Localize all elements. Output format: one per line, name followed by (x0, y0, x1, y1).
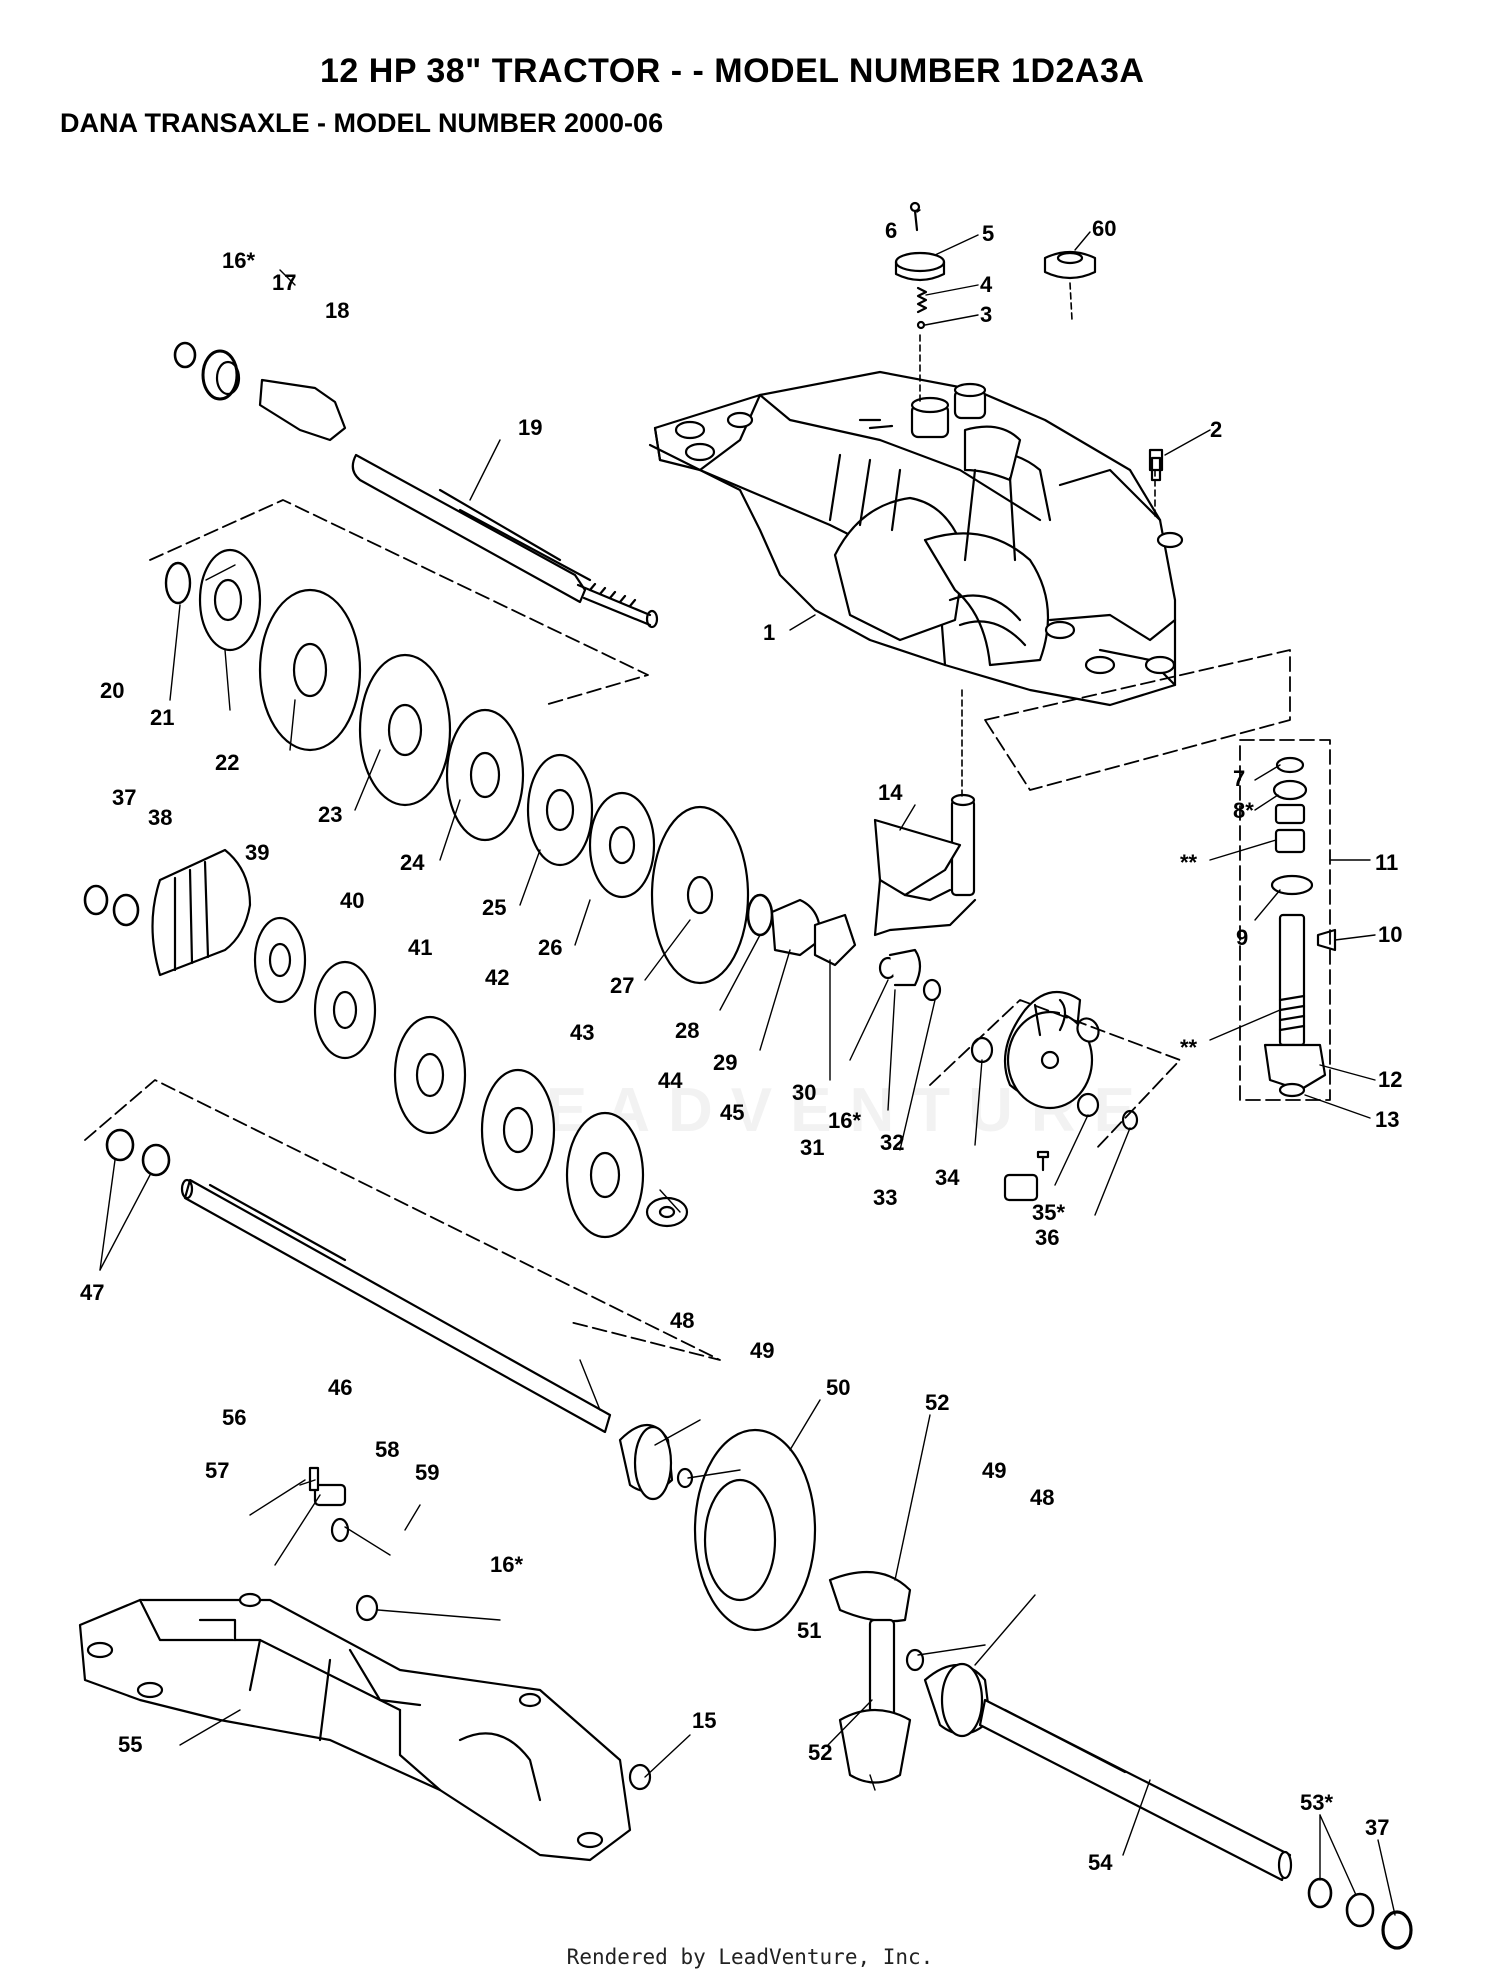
callout-42: 42 (485, 965, 509, 990)
shaft-46 (105, 1128, 612, 1434)
callout-6: 6 (885, 218, 897, 243)
callout-double-star-upper: ** (1180, 850, 1198, 875)
shift-and-brake (873, 689, 1139, 1131)
callout-33: 33 (873, 1185, 897, 1210)
callout-23: 23 (318, 802, 342, 827)
callout-53: 53* (1300, 1790, 1333, 1815)
callout-19: 19 (518, 415, 542, 440)
callout-28: 28 (675, 1018, 699, 1043)
callout-27: 27 (610, 973, 634, 998)
callout-24: 24 (400, 850, 425, 875)
leader-lines (99, 209, 1396, 1916)
callout-10: 10 (1378, 922, 1402, 947)
shaft-19-assembly (173, 341, 659, 629)
callout-25: 25 (482, 895, 506, 920)
callout-double-star-lower: ** (1180, 1035, 1198, 1060)
callout-41: 41 (408, 935, 432, 960)
callout-14: 14 (878, 780, 903, 805)
footer-credit: Rendered by LeadVenture, Inc. (566, 1945, 934, 1969)
callout-32: 32 (880, 1130, 904, 1155)
callout-37-right: 37 (1365, 1815, 1389, 1840)
callout-16-middle: 16* (828, 1108, 861, 1133)
callout-34: 34 (935, 1165, 960, 1190)
right-stack (1263, 756, 1337, 1098)
callout-11: 11 (1375, 850, 1398, 875)
callout-48-right: 48 (1030, 1485, 1054, 1510)
callout-2: 2 (1210, 417, 1222, 442)
callout-20: 20 (100, 678, 124, 703)
callout-29: 29 (713, 1050, 737, 1075)
callout-44: 44 (658, 1068, 683, 1093)
callout-7: 7 (1233, 766, 1245, 791)
callout-labels: 1 2 3 4 5 6 60 7 8* ** 9 10 11 ** 12 13 … (80, 216, 1402, 1875)
callout-39: 39 (245, 840, 269, 865)
callout-56: 56 (222, 1405, 246, 1430)
callout-17: 17 (272, 270, 296, 295)
callout-26: 26 (538, 935, 562, 960)
callout-22: 22 (215, 750, 239, 775)
callout-45: 45 (720, 1100, 744, 1125)
callout-43: 43 (570, 1020, 594, 1045)
callout-37-left: 37 (112, 785, 136, 810)
callout-51: 51 (797, 1618, 821, 1643)
gear-row-lower (83, 848, 689, 1239)
callout-5: 5 (982, 221, 994, 246)
callout-15: 15 (692, 1708, 716, 1733)
callout-30: 30 (792, 1080, 816, 1105)
callout-4: 4 (980, 272, 993, 297)
callout-48-left: 48 (670, 1308, 694, 1333)
callout-46: 46 (328, 1375, 352, 1400)
callout-38: 38 (148, 805, 172, 830)
top-hardware (894, 201, 1164, 521)
callout-16-bottom: 16* (490, 1552, 523, 1577)
upper-housing (648, 370, 1184, 707)
callout-13: 13 (1375, 1107, 1399, 1132)
callout-16-top: 16* (222, 248, 255, 273)
callout-59: 59 (415, 1460, 439, 1485)
callout-58: 58 (375, 1437, 399, 1462)
callout-60: 60 (1092, 216, 1116, 241)
callout-57: 57 (205, 1458, 229, 1483)
callout-31: 31 (800, 1135, 824, 1160)
callout-47: 47 (80, 1280, 104, 1305)
callout-49-right: 49 (982, 1458, 1006, 1483)
callout-18: 18 (325, 298, 349, 323)
callout-52-top: 52 (925, 1390, 949, 1415)
callout-54: 54 (1088, 1850, 1113, 1875)
callout-8: 8* (1233, 798, 1254, 823)
callout-1: 1 (763, 620, 775, 645)
page-title: 12 HP 38" TRACTOR - - MODEL NUMBER 1D2A3… (320, 52, 1145, 90)
differential (308, 1150, 1413, 1950)
callout-35: 35* (1032, 1200, 1065, 1225)
callout-9: 9 (1236, 925, 1248, 950)
callout-36: 36 (1035, 1225, 1059, 1250)
callout-52-bottom: 52 (808, 1740, 832, 1765)
group-outlines (84, 499, 1331, 1361)
callout-21: 21 (150, 705, 174, 730)
callout-40: 40 (340, 888, 364, 913)
callout-12: 12 (1378, 1067, 1402, 1092)
callout-50: 50 (826, 1375, 850, 1400)
page-subtitle: DANA TRANSAXLE - MODEL NUMBER 2000-06 (60, 108, 664, 138)
callout-55: 55 (118, 1732, 142, 1757)
callout-3: 3 (980, 302, 992, 327)
lower-housing (78, 1592, 652, 1862)
callout-49-left: 49 (750, 1338, 774, 1363)
